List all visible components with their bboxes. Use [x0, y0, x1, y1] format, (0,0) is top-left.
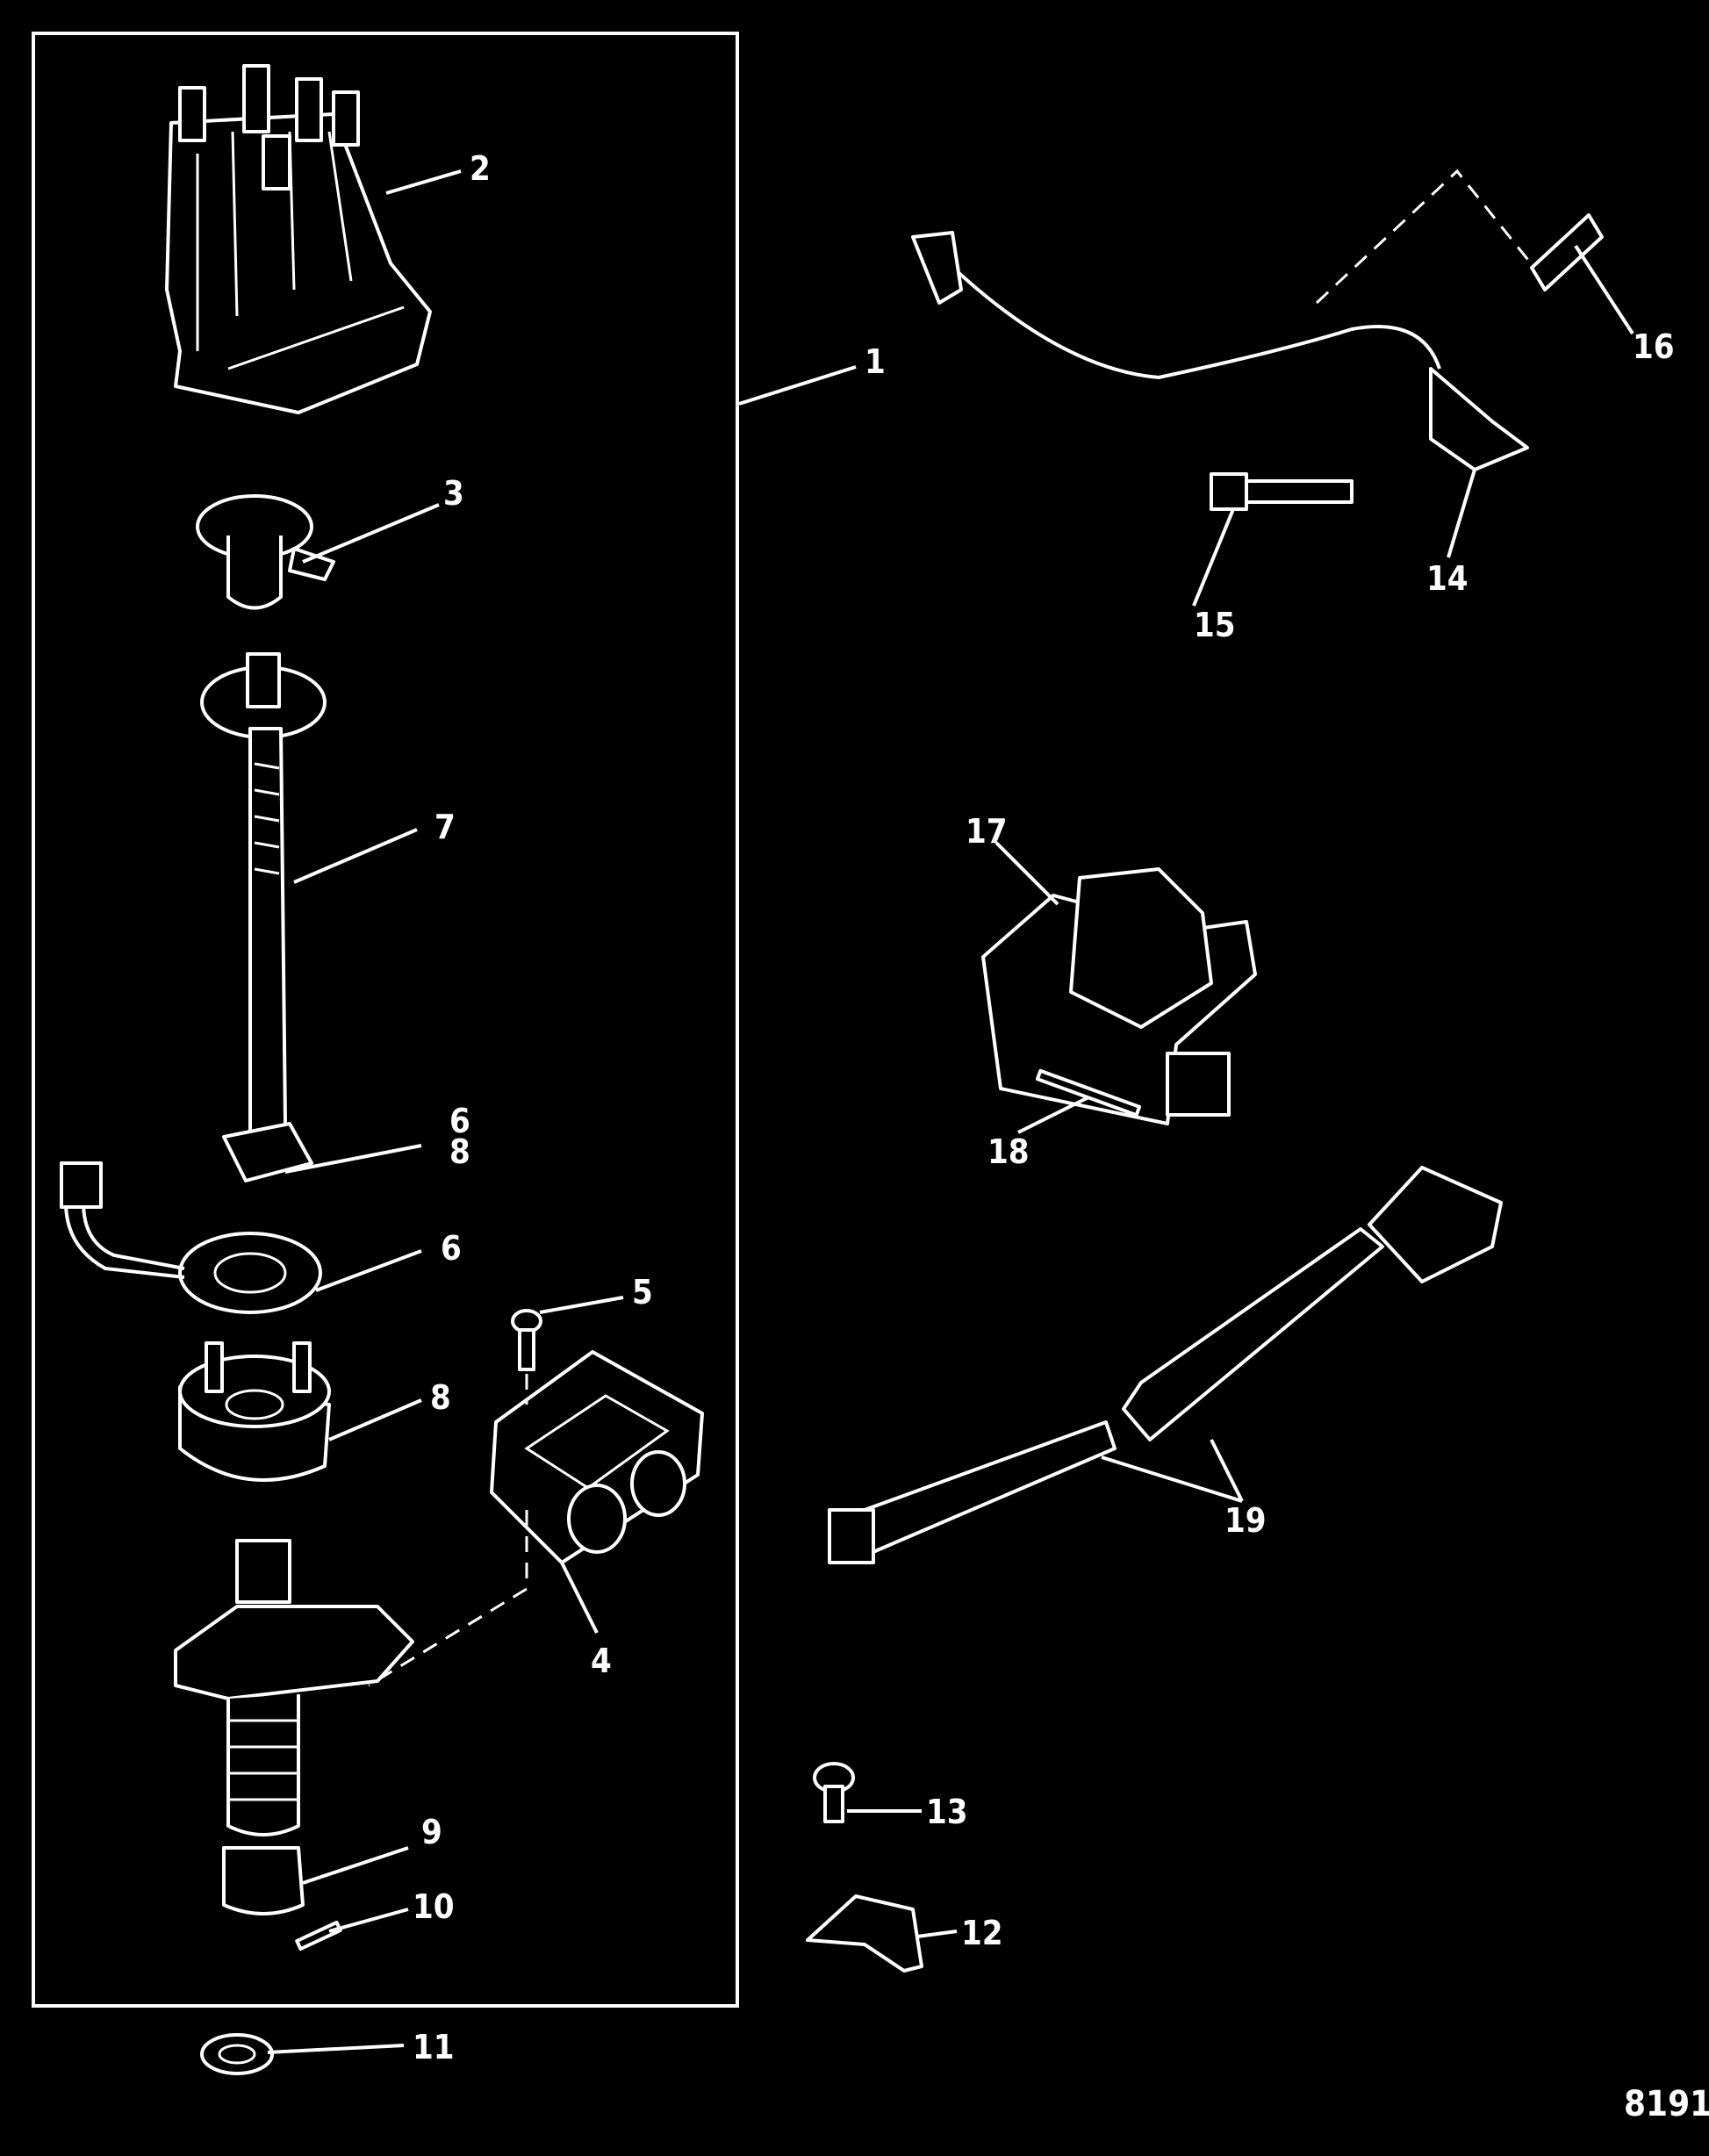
- wire-routing-line: [1315, 169, 1547, 305]
- distributor-assembly-frame: [32, 32, 739, 2008]
- pickup-coil-part: [60, 1161, 322, 1314]
- wire-retainer-part: [1530, 213, 1604, 291]
- callout-2: 2: [470, 149, 491, 188]
- spark-plug-part: [1210, 472, 1354, 511]
- pole-piece-part: [178, 1341, 331, 1482]
- ignition-module-part: [490, 1350, 704, 1564]
- callout-19: 19: [1224, 1501, 1267, 1540]
- shaft-part: [200, 652, 327, 1143]
- washer-part: [200, 2033, 274, 2075]
- spark-plug-wire-part: [911, 231, 1529, 471]
- wiring-harness-part: [828, 1166, 1503, 1564]
- figure-number: 8191: [1624, 2084, 1709, 2124]
- gasket-part: [222, 1122, 313, 1182]
- callout-9: 9: [421, 1813, 442, 1851]
- callout-18: 18: [987, 1132, 1030, 1171]
- distributor-cap-part: [165, 64, 432, 414]
- callout-6: 6: [441, 1229, 462, 1268]
- screw-part: [511, 1309, 542, 1371]
- module-mount-line: [368, 1510, 528, 1687]
- gear-part: [222, 1846, 305, 1915]
- callout-5: 5: [632, 1273, 653, 1312]
- callout-17: 17: [966, 812, 1008, 851]
- bolt-part: [813, 1762, 855, 1823]
- callout-8-upper: 8: [449, 1132, 470, 1171]
- ignition-coil-part: [981, 867, 1257, 1125]
- roll-pin-part: [295, 1920, 342, 1951]
- leader-lines: [267, 169, 1634, 2054]
- hold-down-clamp-part: [806, 1894, 923, 1973]
- callout-8: 8: [430, 1378, 451, 1417]
- callout-16: 16: [1633, 327, 1675, 366]
- housing-part: [174, 1539, 414, 1836]
- rotor-part: [196, 494, 335, 610]
- callout-1: 1: [865, 342, 886, 381]
- callout-11: 11: [413, 2028, 455, 2066]
- callout-13: 13: [926, 1793, 968, 1831]
- callout-4: 4: [591, 1642, 612, 1680]
- callout-10: 10: [413, 1887, 455, 1926]
- callout-7: 7: [434, 808, 456, 846]
- callout-3: 3: [443, 474, 464, 513]
- callout-14: 14: [1426, 559, 1468, 598]
- callout-12: 12: [961, 1914, 1003, 1952]
- callout-6-upper: 6: [449, 1102, 470, 1140]
- callout-15: 15: [1194, 606, 1236, 644]
